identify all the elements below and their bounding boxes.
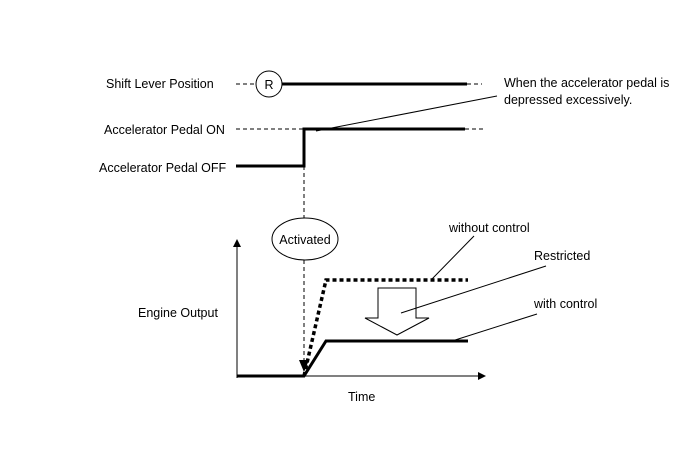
pedal-note-line2: depressed excessively.: [504, 93, 632, 107]
with-control-label: with control: [533, 297, 597, 311]
accel-pedal-trace: [236, 127, 465, 168]
pedal-note-line1: When the accelerator pedal is: [504, 76, 669, 90]
restricted-label: Restricted: [534, 249, 590, 263]
restricted-leader: [400, 265, 547, 314]
without-control-trace: [302, 278, 468, 377]
y-axis-label: Engine Output: [138, 306, 218, 320]
activated-label: Activated: [279, 233, 330, 247]
restricted-arrow: [364, 287, 430, 336]
shift-r-label: R: [264, 78, 273, 92]
x-axis-label: Time: [348, 390, 375, 404]
without-control-leader: [431, 235, 475, 280]
pedal-note-leader: [315, 95, 498, 132]
event-line-arrowhead: [299, 360, 309, 372]
shift-lever-label: Shift Lever Position: [106, 77, 214, 91]
with-control-trace: [237, 339, 468, 378]
without-control-label: without control: [448, 221, 530, 235]
activated-bubble: [271, 217, 339, 261]
with-control-leader: [451, 313, 538, 342]
accel-off-label: Accelerator Pedal OFF: [99, 161, 226, 175]
accel-on-label: Accelerator Pedal ON: [104, 123, 225, 137]
